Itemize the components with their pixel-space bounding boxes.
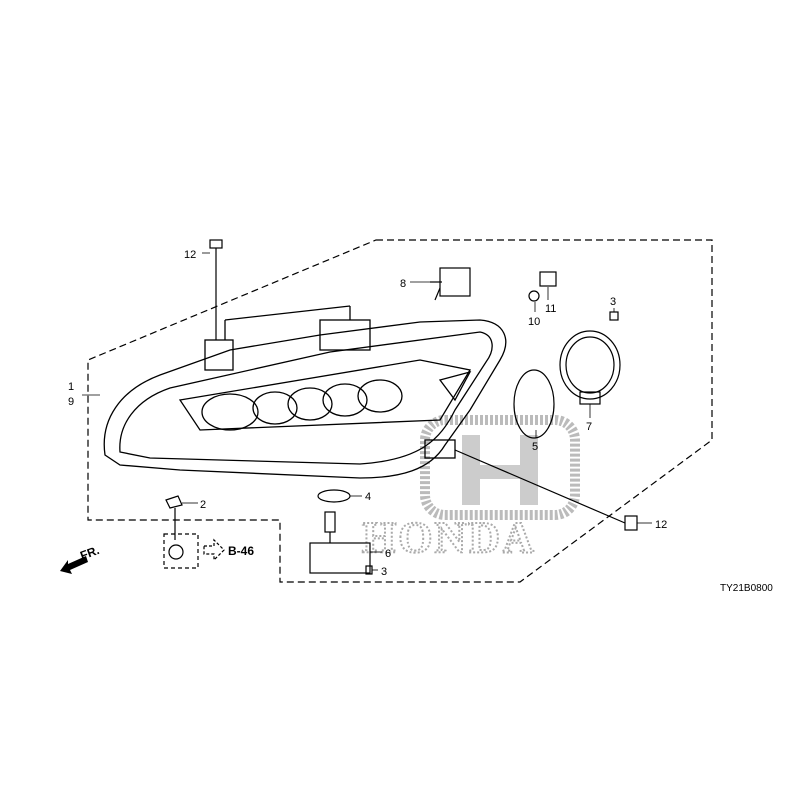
- svg-text:HONDA: HONDA: [362, 513, 536, 562]
- diagram-code: TY21B0800: [720, 583, 773, 594]
- nut-10: [528, 290, 540, 302]
- reference-label[interactable]: B-46: [228, 544, 254, 558]
- callout-5: 5: [532, 441, 538, 453]
- front-arrow-icon: [60, 556, 88, 574]
- callout-1: 1: [68, 381, 74, 393]
- callout-12-top: 12: [184, 249, 196, 261]
- clip-2: [165, 495, 183, 540]
- oring-4: [317, 489, 351, 503]
- bolt-12-top: [209, 239, 223, 340]
- callout-2: 2: [200, 499, 206, 511]
- callout-6: 6: [385, 548, 391, 560]
- bulb-11: [539, 271, 557, 287]
- callout-10: 10: [528, 316, 540, 328]
- callout-8: 8: [400, 278, 406, 290]
- callout-3-top: 3: [610, 296, 616, 308]
- front-label: FR.: [78, 543, 101, 563]
- callout-3-bottom: 3: [381, 566, 387, 578]
- reference-arrow: [203, 538, 225, 562]
- honda-logo-watermark: HONDA: [361, 415, 580, 563]
- callout-7: 7: [586, 421, 592, 433]
- callout-12-right: 12: [655, 519, 667, 531]
- oring-5: [513, 369, 555, 439]
- leveling-actuator-8: [430, 267, 471, 301]
- callout-11: 11: [545, 303, 556, 315]
- cap-7: [559, 330, 621, 405]
- headlight-assembly: [103, 305, 507, 479]
- ballast-6: [309, 511, 371, 574]
- screw-3-top: [609, 311, 619, 321]
- clip-inset: [163, 533, 199, 569]
- callout-4: 4: [365, 491, 371, 503]
- assembly-outline: [87, 239, 713, 583]
- callout-9: 9: [68, 396, 74, 408]
